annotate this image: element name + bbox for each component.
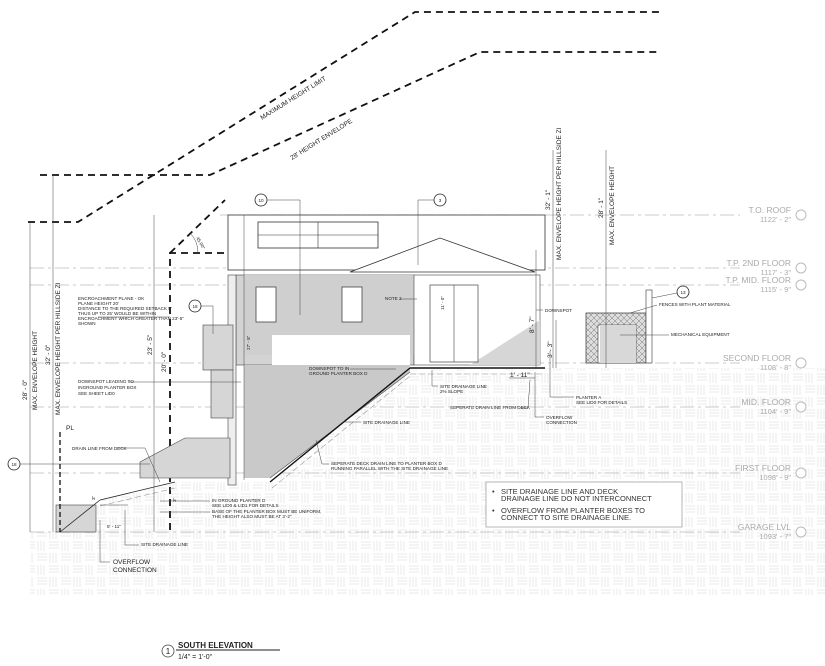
dim-right-32: 32' - 1": [545, 189, 552, 210]
level-datum-icon: [795, 526, 807, 538]
note-box-item-1: SITE DRAINAGE LINE AND DECK DRAINAGE LIN…: [501, 487, 652, 503]
level-datum-icon: [795, 467, 807, 479]
note-site-drainage-mid: SITE DRAINAGE LINE: [363, 420, 410, 425]
svg-text:•: •: [492, 487, 495, 496]
level-labels: T.O. ROOF 1122' - 2" T.P. 2ND FLOOR 1117…: [723, 205, 807, 541]
note-inground-planter: IN GROUND PLANTER D SEE LID0 & LID1 FOR …: [212, 498, 279, 508]
level-marker: GARAGE LVL 1093' - 7": [738, 522, 807, 541]
max-height-limit-label: MAXIMUM HEIGHT LIMIT: [259, 75, 327, 121]
dim-left-32-label: MAX. ENVELOPE HEIGHT PER HILLSIDE ZI: [55, 282, 62, 415]
notes-box: • SITE DRAINAGE LINE AND DECK DRAINAGE L…: [485, 481, 683, 528]
note-planter-a: PLANTER A SEE LID0 FOR DETAILS: [576, 395, 627, 405]
svg-text:1117' - 3": 1117' - 3": [760, 268, 791, 277]
drawing-title-block: 1 SOUTH ELEVATION 1/4" = 1'-0": [161, 641, 280, 661]
dim-11-0: 11' - 0": [440, 296, 445, 310]
svg-text:1098' - 9": 1098' - 9": [759, 473, 791, 482]
ground-hatch: [30, 368, 825, 595]
note-seperate-deck-drain: SEPERATE DECK DRAIN LINE TO PLANTER BOX …: [331, 461, 448, 471]
note-box-item-2: OVERFLOW FROM PLANTER BOXES TO CONNECT T…: [501, 506, 647, 522]
level-marker: T.O. ROOF 1122' - 2": [749, 205, 807, 224]
dim-right-28: 28' - 1": [598, 197, 605, 218]
drawing-number: 1: [166, 647, 171, 656]
level-marker: MID. FLOOR 1104' - 9": [741, 397, 807, 416]
callout-18b: 18: [11, 462, 17, 467]
level-datum-icon: [795, 279, 807, 291]
drawing-title: SOUTH ELEVATION: [178, 641, 253, 650]
level-marker: T.P. MID. FLOOR 1115' - 9": [726, 275, 807, 294]
svg-text:T.P. 2ND FLOOR: T.P. 2ND FLOOR: [726, 258, 791, 268]
note-downspot: DOWNSPOT: [545, 308, 572, 313]
dim-20-0: 20' - 0": [161, 351, 168, 372]
note-downspout-leading: DOWNSPOT LEADING TO INGROUND PLANTER BOX…: [78, 379, 138, 396]
dim-3-3: 3' - 3": [547, 341, 554, 358]
level-datum-icon: [795, 357, 807, 369]
svg-text:GARAGE LVL: GARAGE LVL: [738, 522, 791, 532]
level-marker: T.P. 2ND FLOOR 1117' - 3": [726, 258, 807, 277]
note-seperate-drain: SEPERATE DRAIN LINE FROM DECK: [450, 405, 531, 410]
level-datum-icon: [795, 262, 807, 274]
callouts: 10 3 18 18 13 PL: [7, 193, 690, 532]
note-downspot-to-planter: DOWNSPOT TO IN GROUND PLANTER BOX D: [309, 366, 368, 376]
callout-3: 3: [439, 198, 442, 203]
level-datum-icon: [795, 401, 807, 413]
level-marker: SECOND FLOOR 1108' - 8": [723, 353, 807, 372]
note-site-drainage-slope: SITE DRAINAGE LINE 2% SLOPE: [440, 384, 488, 394]
note-site-drainage-low: SITE DRAINAGE LINE: [141, 542, 188, 547]
dim-right-28-label: MAX. ENVELOPE HEIGHT: [609, 166, 616, 245]
note-mechanical: MECHANICAL EQUIPMENT: [671, 332, 730, 337]
svg-text:1104' - 9": 1104' - 9": [760, 407, 791, 416]
level-datum-icon: [795, 209, 807, 221]
dim-left-32: 32' - 0": [45, 344, 52, 365]
note-encroachment: ENCROACHMENT PLANE - OK PLANE HEIGHT 20'…: [78, 296, 185, 326]
dim-5-11: 5' - 11": [107, 524, 121, 529]
dim-right-32-label: MAX. ENVELOPE HEIGHT PER HILLSIDE ZI: [556, 127, 563, 260]
svg-text:T.P. MID. FLOOR: T.P. MID. FLOOR: [726, 275, 792, 285]
callout-13: 13: [680, 290, 686, 295]
note-drain-line-from-deck: DRAIN LINE FROM DECK: [72, 446, 128, 451]
svg-text:SECOND FLOOR: SECOND FLOOR: [723, 353, 791, 363]
note-fences: FENCES WITH PLANT MATERIAL: [659, 302, 731, 307]
note-2: NOTE 2: [385, 296, 402, 301]
svg-text:1093' - 7": 1093' - 7": [759, 532, 791, 541]
svg-text:•: •: [492, 506, 495, 515]
property-line-label: PL: [66, 425, 74, 432]
dim-small-1: 3": [91, 495, 96, 500]
dimension-lines: 28' - 0" MAX. ENVELOPE HEIGHT 32' - 0" M…: [22, 127, 616, 532]
note-overflow-right: OVERFLOW CONNECTION: [546, 415, 577, 425]
callout-18a: 18: [192, 304, 198, 309]
note-overflow-left: OVERFLOW CONNECTION: [113, 559, 157, 574]
dim-1-11: 1' - 11": [510, 372, 530, 379]
dim-23-5: 23' - 5": [147, 334, 154, 355]
dim-8-7: 8' - 7": [529, 316, 536, 333]
callout-10: 10: [258, 198, 264, 203]
note-base-planter: BASE OF THE PLANTER BOX MUST BE UNIFORM.…: [212, 509, 323, 519]
svg-text:1122' - 2": 1122' - 2": [760, 215, 791, 224]
svg-text:FIRST FLOOR: FIRST FLOOR: [735, 463, 791, 473]
angle-label: 45.00°: [195, 236, 206, 250]
dim-small-2: 3": [172, 497, 177, 502]
annotations: ENCROACHMENT PLANE - OK PLANE HEIGHT 20'…: [72, 296, 731, 574]
dim-27-8: 27' - 8": [246, 335, 251, 350]
dim-left-28-label: MAX. ENVELOPE HEIGHT: [32, 331, 39, 410]
dim-left-28: 28' - 0": [22, 379, 29, 400]
level-marker: FIRST FLOOR 1098' - 9": [735, 463, 807, 482]
svg-text:T.O. ROOF: T.O. ROOF: [749, 205, 792, 215]
svg-text:1115' - 9": 1115' - 9": [760, 285, 791, 294]
svg-text:MID. FLOOR: MID. FLOOR: [741, 397, 791, 407]
building-elevation: [55, 214, 653, 533]
svg-text:1108' - 8": 1108' - 8": [760, 363, 791, 372]
drawing-scale: 1/4" = 1'-0": [178, 654, 213, 661]
